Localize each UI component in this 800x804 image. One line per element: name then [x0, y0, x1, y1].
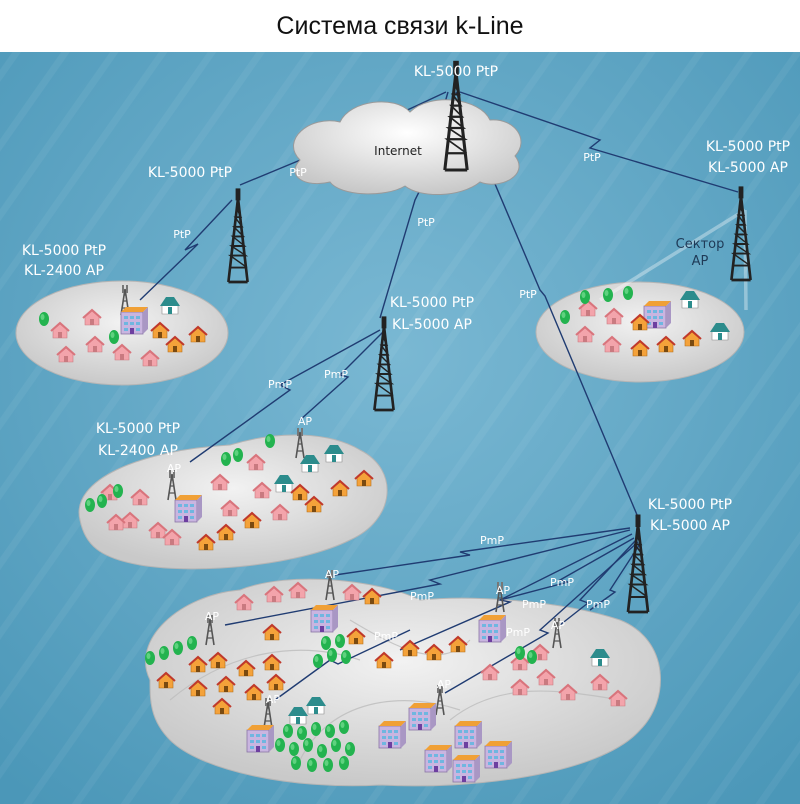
network-diagram: KL-5000 PtP Internet KL-5000 PtP KL-5000…	[0, 52, 800, 804]
label-left-village-1: KL-5000 PtP	[22, 243, 106, 259]
link-big-5	[559, 539, 637, 626]
link-big-2	[224, 529, 631, 626]
label-sector-2: AP	[692, 254, 709, 269]
diagram-labels: KL-5000 PtP Internet KL-5000 PtP KL-5000…	[22, 64, 790, 706]
link-label-ap: AP	[325, 568, 340, 581]
label-mid-village-1: KL-5000 PtP	[96, 421, 180, 437]
label-mid-tower-1: KL-5000 PtP	[390, 295, 474, 311]
label-right-tower-2: KL-5000 AP	[708, 160, 788, 176]
link-label-ap: AP	[437, 678, 452, 691]
link-big-4	[499, 537, 635, 601]
link-label-pmp: PmP	[268, 378, 292, 391]
label-internet: Internet	[374, 144, 422, 158]
link-label-pmp: PmP	[550, 576, 574, 589]
link-label-pmp: PmP	[506, 626, 530, 639]
link-label-ap: AP	[266, 693, 281, 706]
link-label-ap: AP	[551, 619, 566, 632]
label-right-tower-1: KL-5000 PtP	[706, 139, 790, 155]
label-mid-tower-2: KL-5000 AP	[392, 317, 472, 333]
link-big-3	[399, 533, 633, 651]
link-mid-down-2	[299, 329, 386, 421]
link-label-pmp: PmP	[374, 630, 398, 643]
link-label-pmp: PmP	[410, 590, 434, 603]
link-label-ap: AP	[205, 610, 220, 623]
link-label-pmp: PmP	[522, 598, 546, 611]
link-left-down	[139, 199, 233, 301]
link-big-1	[334, 527, 631, 576]
label-sector-1: Сектор	[676, 237, 725, 252]
label-left-village-2: KL-2400 AP	[24, 263, 104, 279]
label-big-tower-2: KL-5000 AP	[650, 518, 730, 534]
link-label-ptp: PtP	[519, 288, 537, 301]
label-left-tower: KL-5000 PtP	[148, 165, 232, 181]
link-label-ptp: PtP	[417, 216, 435, 229]
page-title: Система связи k-Line	[276, 11, 524, 40]
link-label-pmp: PmP	[586, 598, 610, 611]
link-big-6	[444, 541, 639, 694]
link-label-pmp: PmP	[480, 534, 504, 547]
link-city-inner	[274, 629, 411, 701]
link-label-ap: AP	[298, 415, 313, 428]
title-bar: Система связи k-Line	[0, 0, 800, 52]
link-label-ptp: PtP	[173, 228, 191, 241]
label-mid-village-2: KL-2400 AP	[98, 443, 178, 459]
link-mid-down-1	[189, 329, 381, 463]
link-label-ap: AP	[496, 584, 511, 597]
label-big-tower-1: KL-5000 PtP	[648, 497, 732, 513]
link-label-ptp: PtP	[583, 151, 601, 164]
link-top-far	[455, 91, 641, 523]
label-top-tower: KL-5000 PtP	[414, 64, 498, 80]
link-label-pmp: PmP	[324, 368, 348, 381]
link-big-7	[589, 543, 641, 611]
link-label-ap: AP	[167, 462, 182, 475]
link-label-ptp: PtP	[289, 166, 307, 179]
link-top-right	[459, 91, 739, 193]
